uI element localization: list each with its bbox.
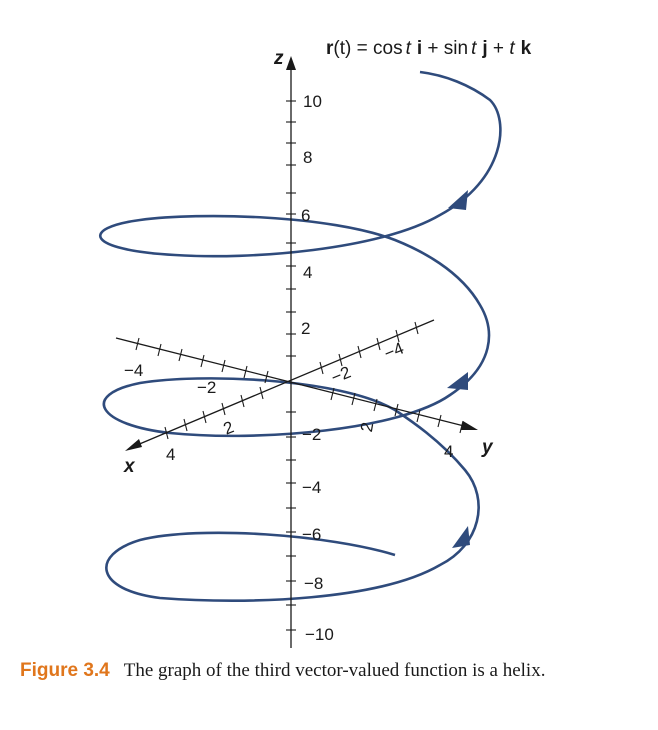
z-tick-label: −10 <box>305 625 334 644</box>
y-axis-arrow <box>461 421 478 430</box>
figure-label: Figure 3.4 <box>20 660 110 681</box>
x-tick-label: −4 <box>381 339 406 364</box>
x-tick-label: 4 <box>166 445 175 464</box>
x-axis-arrow <box>125 439 142 451</box>
z-tick-label: 6 <box>301 206 310 225</box>
z-axis-arrow <box>286 56 296 70</box>
y-axis-label: y <box>481 437 494 458</box>
x-axis <box>129 319 435 449</box>
helix-curve <box>98 70 502 602</box>
y-tick-label: 2 <box>357 421 377 434</box>
x-tick-label: −2 <box>328 363 353 388</box>
z-tick-label: 8 <box>303 148 312 167</box>
y-tick-label: −4 <box>124 361 143 380</box>
figure-caption: Figure 3.4 The graph of the third vector-… <box>20 656 640 686</box>
caption-text: The graph of the third vector-valued fun… <box>123 660 546 681</box>
z-tick-label: 2 <box>301 319 310 338</box>
helix-arrow-middle <box>447 372 468 390</box>
y-tick-marks <box>135 337 464 434</box>
z-axis-label: z <box>273 48 284 69</box>
z-tick-label: 4 <box>303 263 312 282</box>
y-tick-label: 4 <box>444 442 453 461</box>
helix-figure: z 10 8 6 4 2 −2 −4 −6 −8 −10 x <box>98 38 532 648</box>
z-tick-label: 10 <box>303 92 322 111</box>
helix-arrow-upper <box>448 190 468 210</box>
z-tick-label: −4 <box>302 478 321 497</box>
z-tick-marks <box>286 100 296 631</box>
y-tick-label: −2 <box>197 378 216 397</box>
z-tick-label: −8 <box>304 574 323 593</box>
y-axis <box>115 337 473 429</box>
helix-arrow-lower <box>452 526 470 548</box>
x-axis-label: x <box>123 456 136 477</box>
z-tick-label: −2 <box>302 425 321 444</box>
z-tick-label: −6 <box>302 525 321 544</box>
x-tick-marks <box>164 321 419 440</box>
